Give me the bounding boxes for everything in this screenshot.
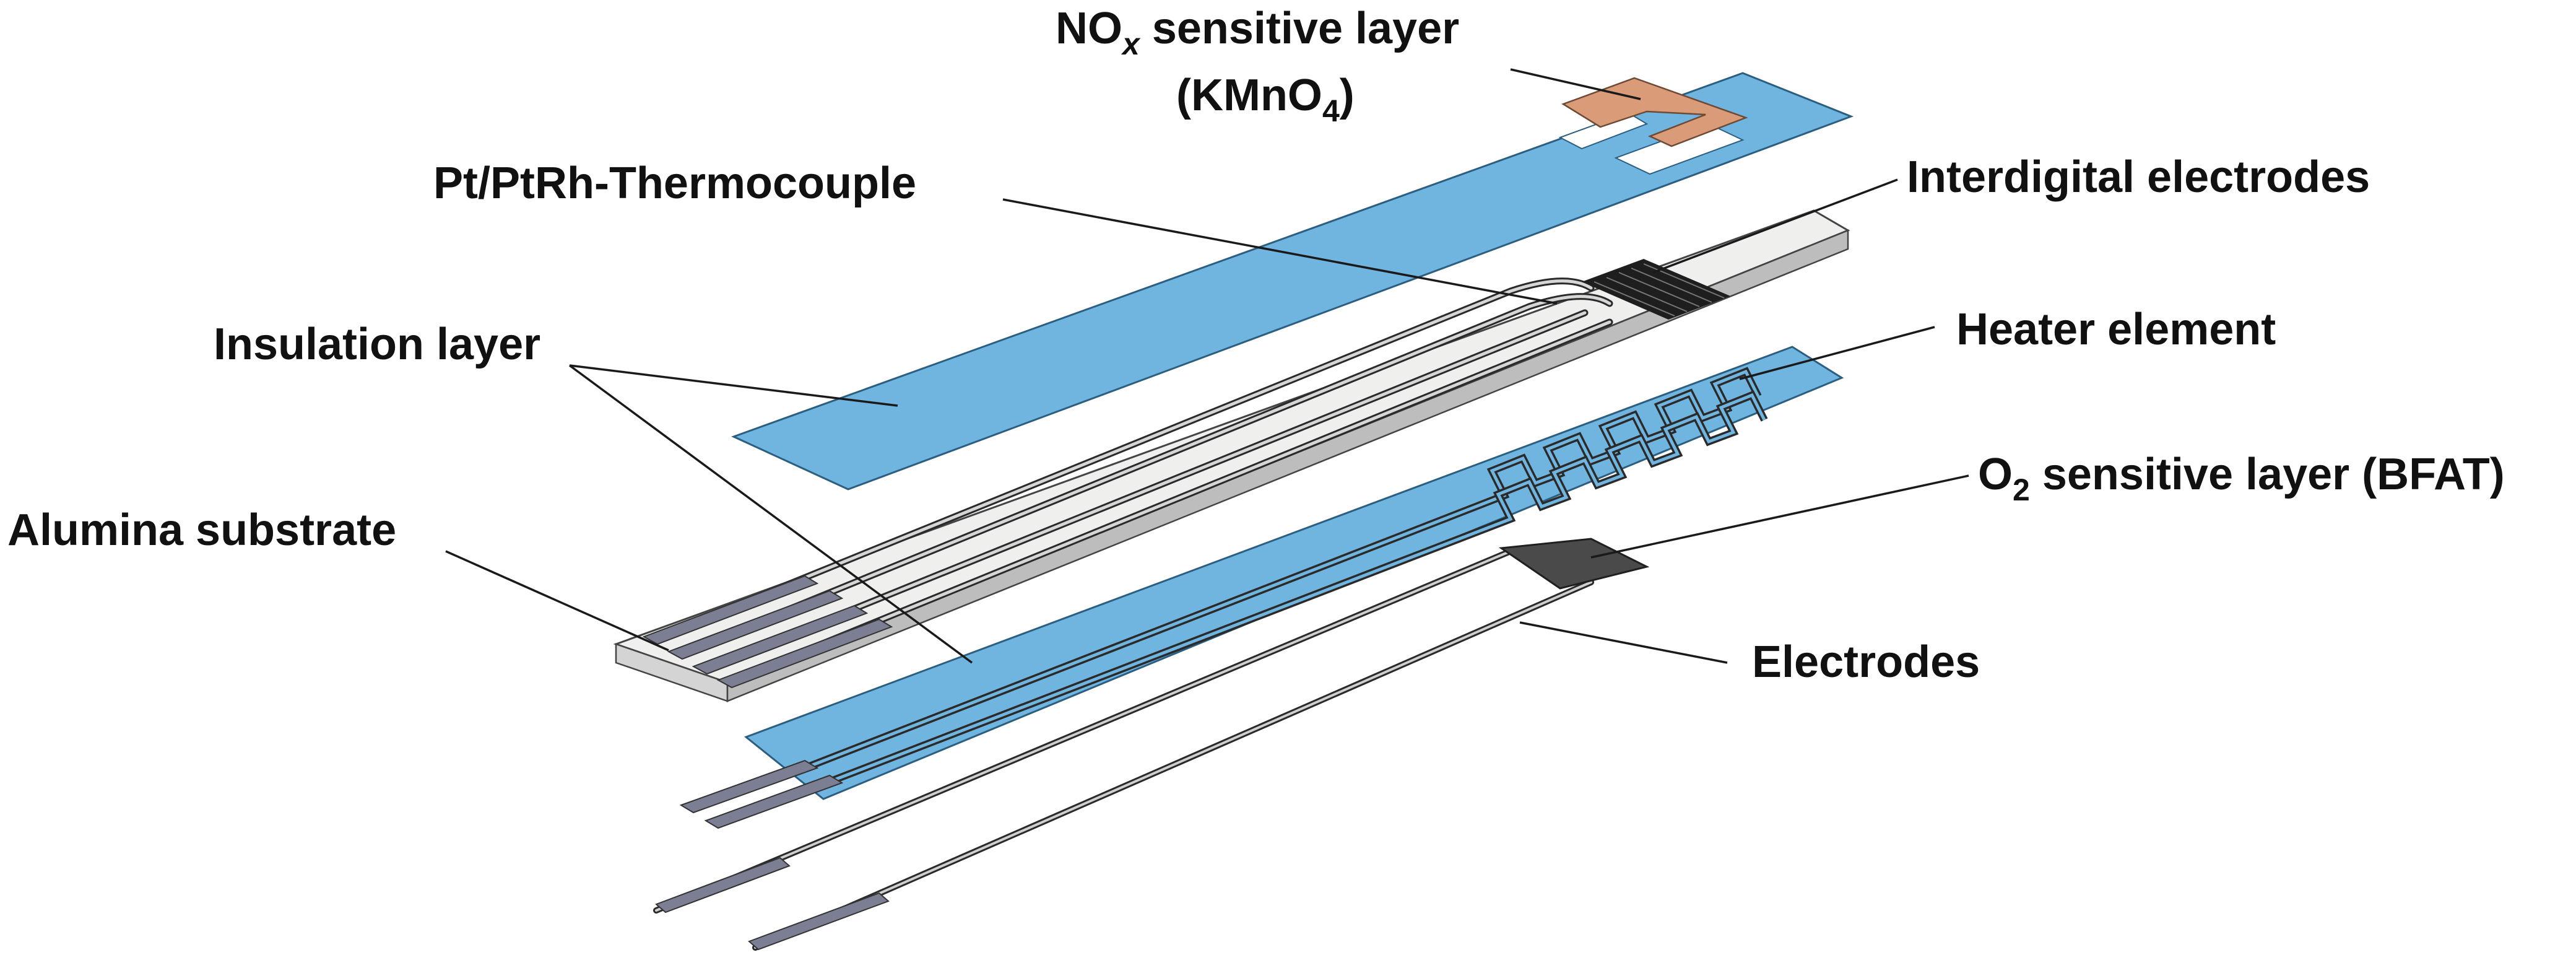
nox-sensitive-layer-patch [1561, 77, 1748, 147]
leader-thermocouple [1002, 198, 1558, 305]
label-interdigital-electrodes: Interdigital electrodes [1907, 152, 2370, 202]
label-electrodes: Electrodes [1752, 637, 1980, 687]
leader-heater [1739, 326, 1935, 380]
heater-contact-pads [679, 759, 844, 829]
label-insulation-layer: Insulation layer [214, 320, 540, 369]
leader-lines [445, 68, 1969, 664]
leader-insulation-mid [568, 364, 973, 664]
o2-sensitive-layer [1498, 538, 1650, 590]
thermocouple-leads [653, 277, 1613, 685]
leader-interdigital [1652, 178, 1898, 274]
heater-element [803, 367, 1768, 785]
leader-nox [1510, 68, 1641, 100]
electrode-contact-pads [655, 857, 890, 951]
substrate-contact-pads [642, 575, 893, 689]
label-thermocouple: Pt/PtRh-Thermocouple [433, 159, 916, 208]
label-nox-sensitive-layer: NOx sensitive layer [1056, 4, 1459, 61]
label-o2-sensitive-layer: O2 sensitive layer (BFAT) [1978, 450, 2505, 507]
bottom-electrodes [653, 548, 1594, 951]
label-nox-material: (KMnO4) [1176, 71, 1355, 128]
leader-electrodes [1519, 621, 1728, 664]
label-heater-element: Heater element [1956, 305, 2276, 354]
label-alumina-substrate: Alumina substrate [7, 505, 396, 555]
leader-o2 [1590, 474, 1969, 559]
interdigital-electrodes [1582, 259, 1730, 320]
leader-insulation-top [569, 364, 898, 407]
leader-alumina [445, 550, 669, 652]
